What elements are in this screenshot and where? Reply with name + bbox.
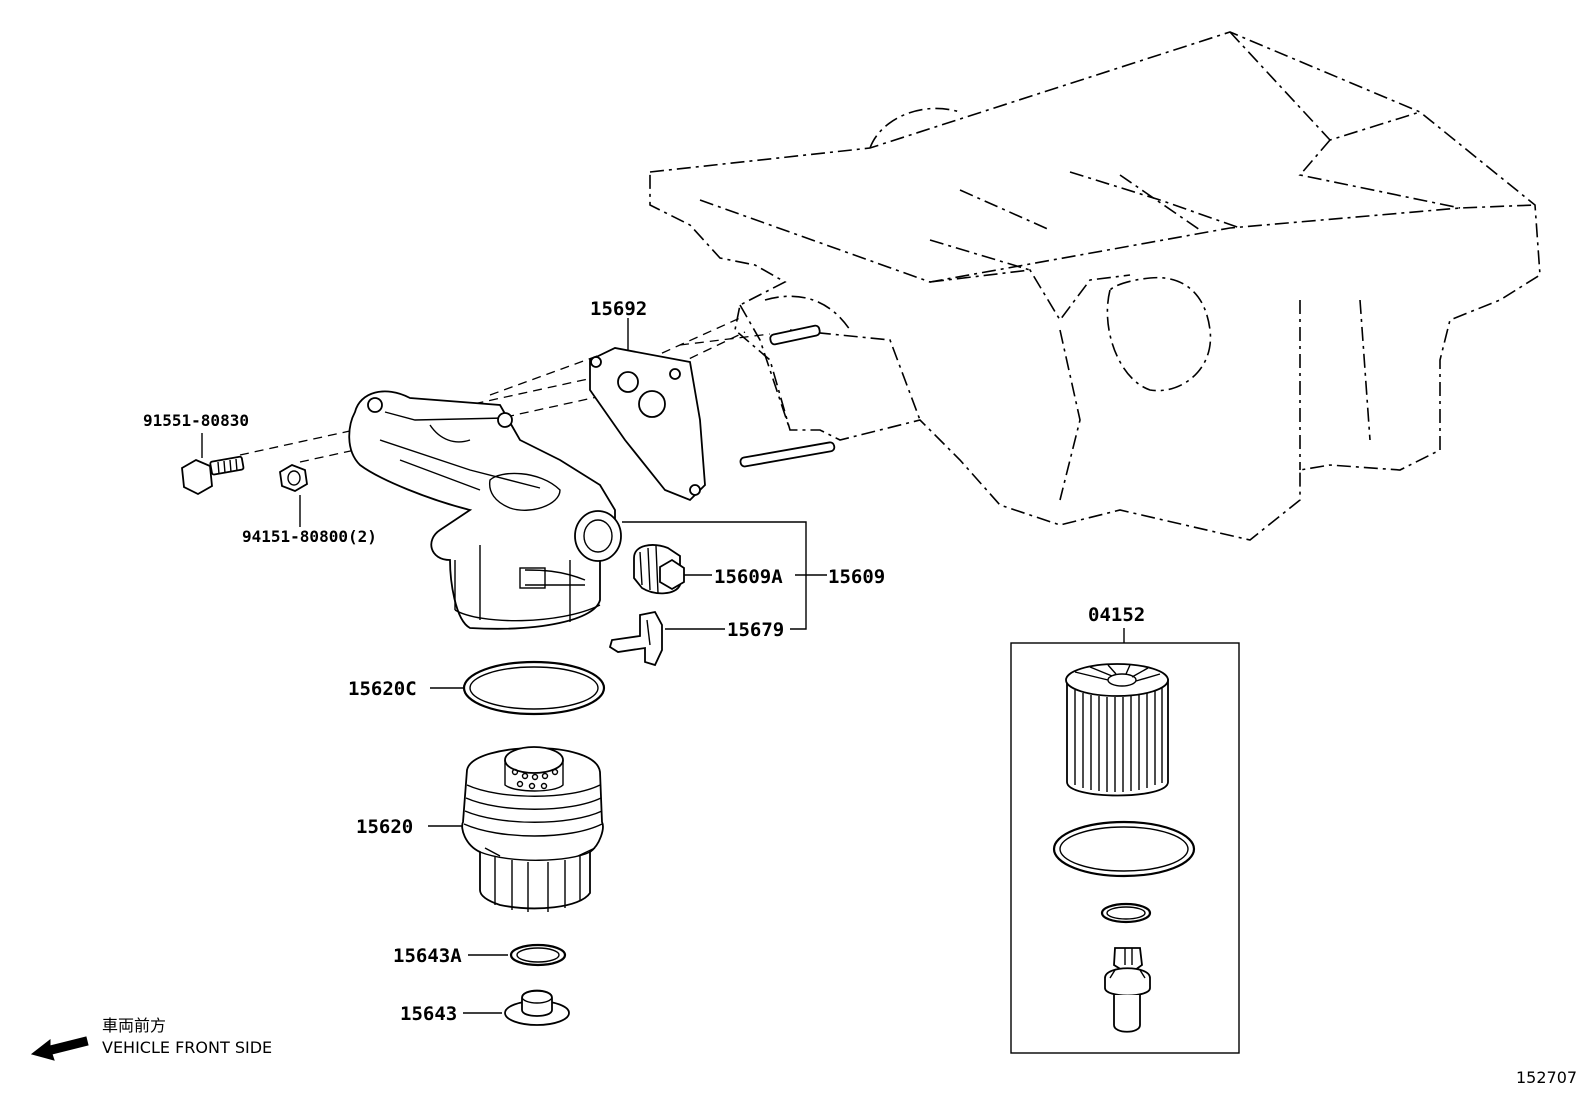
legend-jp: 車両前方 xyxy=(102,1016,166,1035)
filter-oring-small xyxy=(1100,902,1152,924)
filter-oring-large xyxy=(1052,820,1196,878)
label-15643A: 15643A xyxy=(393,945,462,967)
drain-plug-15643[interactable] xyxy=(504,989,570,1026)
filter-element xyxy=(1065,663,1169,797)
filter-kit-04152[interactable] xyxy=(1010,642,1240,1054)
gasket-15692[interactable] xyxy=(589,347,706,502)
filter-cap-15620[interactable] xyxy=(461,746,604,912)
label-15620: 15620 xyxy=(356,816,413,838)
label-15692: 15692 xyxy=(590,298,647,320)
legend-en: VEHICLE FRONT SIDE xyxy=(102,1038,272,1057)
label-15609A: 15609A xyxy=(714,566,783,588)
oring-15620C[interactable] xyxy=(462,660,606,716)
label-15679: 15679 xyxy=(727,619,784,641)
label-04152: 04152 xyxy=(1088,604,1145,626)
arrow-left-icon xyxy=(30,1036,89,1061)
label-15620C: 15620C xyxy=(348,678,417,700)
bolt-91551-80830[interactable] xyxy=(181,455,245,496)
washer-94151-80800[interactable] xyxy=(279,464,308,492)
filter-drain-fitting xyxy=(1104,947,1151,1033)
diagram-id: 152707 xyxy=(1516,1068,1577,1087)
label-91551-80830: 91551-80830 xyxy=(143,411,249,430)
washer-15643A[interactable] xyxy=(509,943,567,967)
label-94151-80800: 94151-80800(2) xyxy=(242,527,377,546)
label-15643: 15643 xyxy=(400,1003,457,1025)
leader-lines xyxy=(201,318,1125,1014)
oil-filter-bracket[interactable] xyxy=(348,390,622,630)
drain-pipe-15679[interactable] xyxy=(608,610,663,667)
label-15609: 15609 xyxy=(828,566,885,588)
dowel-pins xyxy=(739,324,836,468)
oil-pan-phantom xyxy=(649,31,1541,541)
plug-15609A[interactable] xyxy=(633,544,685,595)
